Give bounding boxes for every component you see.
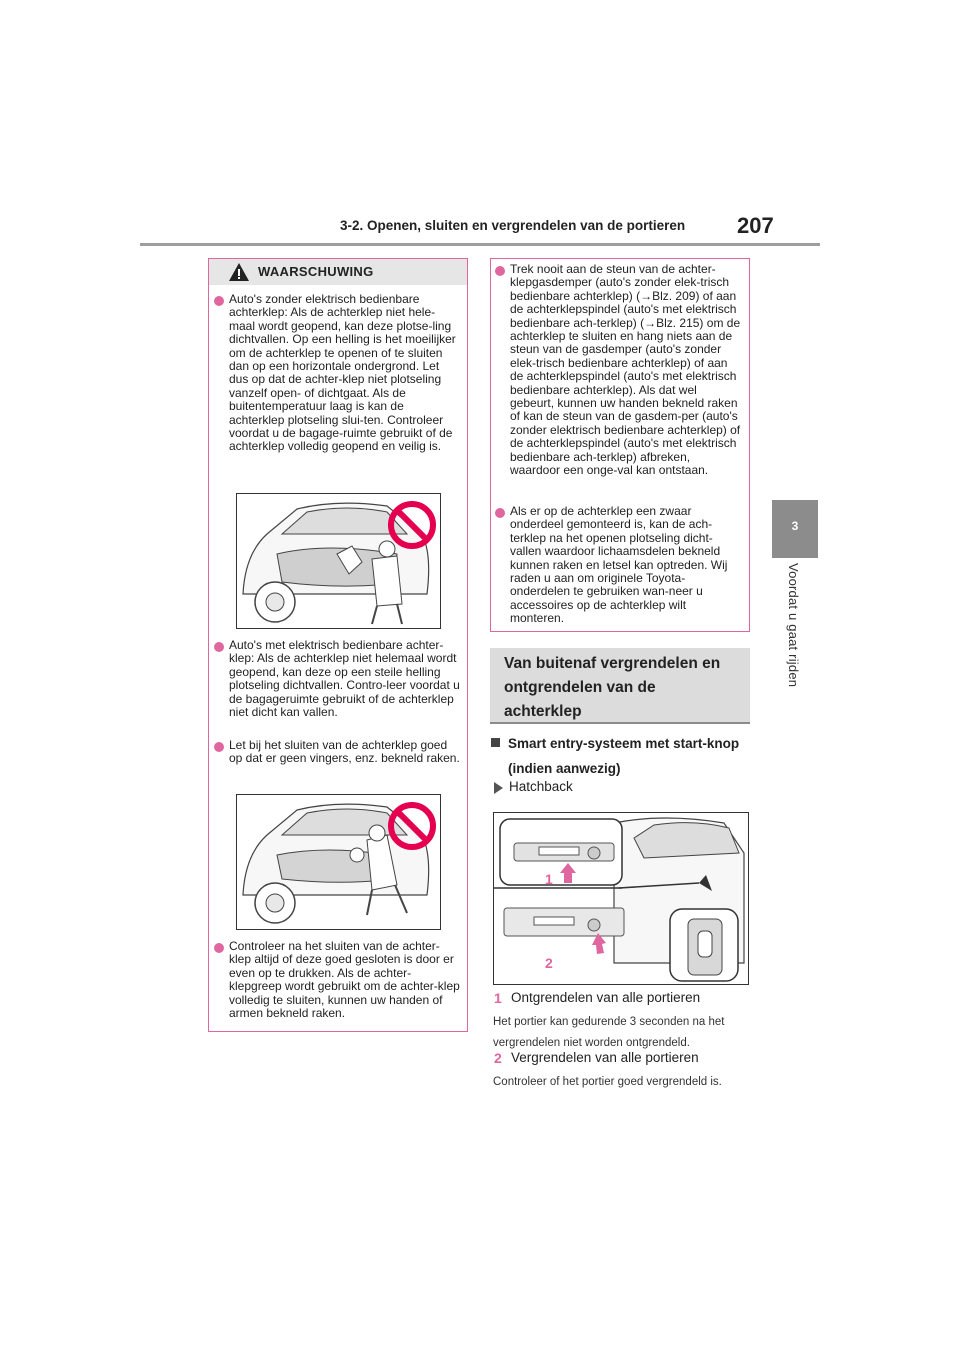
warning-box [208, 258, 468, 1032]
bullet-icon [214, 943, 224, 953]
section-title: 3-2. Openen, sluiten en vergrendelen van… [340, 218, 686, 233]
arrow-right-icon [494, 782, 503, 794]
bullet-icon [495, 266, 505, 276]
warning-header [209, 259, 467, 285]
section-heading: Van buitenaf vergrendelen en ontgrendele… [504, 655, 721, 720]
warning-title: WAARSCHUWING [258, 264, 374, 279]
warning-item: Auto's zonder elektrisch bedienbare acht… [229, 292, 456, 454]
bullet-icon [495, 508, 505, 518]
warning-box-continued [490, 258, 750, 632]
chapter-tab [772, 500, 818, 558]
bullet-icon [214, 742, 224, 752]
subheading-marker [491, 738, 500, 747]
step-text: Vergrendelen van alle portieren [511, 1050, 699, 1065]
subheading: Smart entry-systeem met start-knop (indi… [508, 736, 740, 776]
step-number: 2 [494, 1050, 502, 1066]
tailgate-closing-illustration [236, 493, 441, 629]
bullet-icon [214, 296, 224, 306]
hatchback-rear-illustration [494, 817, 745, 982]
callout-2: 2 [545, 955, 553, 971]
chapter-label: Voordat u gaat rijden [786, 563, 801, 688]
step-note: Het portier kan gedurende 3 seconden na … [493, 1016, 725, 1049]
warning-item: Als er op de achterklep een zwaar onderd… [510, 504, 728, 626]
step-text: Ontgrendelen van alle portieren [511, 990, 701, 1005]
chapter-number: 3 [791, 519, 799, 533]
car-rear-illustration [242, 803, 430, 924]
callout-1: 1 [545, 871, 553, 887]
warning-triangle-icon [229, 263, 249, 281]
warning-item: Let bij het sluiten van de achterklep go… [229, 738, 460, 766]
warning-item: Auto's met elektrisch bedienbare achter-… [229, 638, 460, 720]
step-note: Controleer of het portier goed vergrende… [493, 1076, 722, 1088]
car-rear-illustration [242, 502, 430, 625]
warning-item: Trek nooit aan de steun van de achter-kl… [510, 262, 741, 478]
warning-item: Controleer na het sluiten van de achter-… [229, 939, 460, 1021]
section-heading-box [490, 648, 750, 724]
header-divider [140, 243, 820, 246]
prohibition-icon [388, 501, 436, 549]
finger-pinch-illustration [236, 794, 441, 930]
variant-label: Hatchback [509, 779, 573, 794]
page-number: 207 [737, 213, 774, 238]
tailgate-button-figure: 1 2 [493, 812, 749, 985]
prohibition-icon [388, 802, 436, 850]
bullet-icon [214, 642, 224, 652]
step-number: 1 [494, 990, 502, 1006]
